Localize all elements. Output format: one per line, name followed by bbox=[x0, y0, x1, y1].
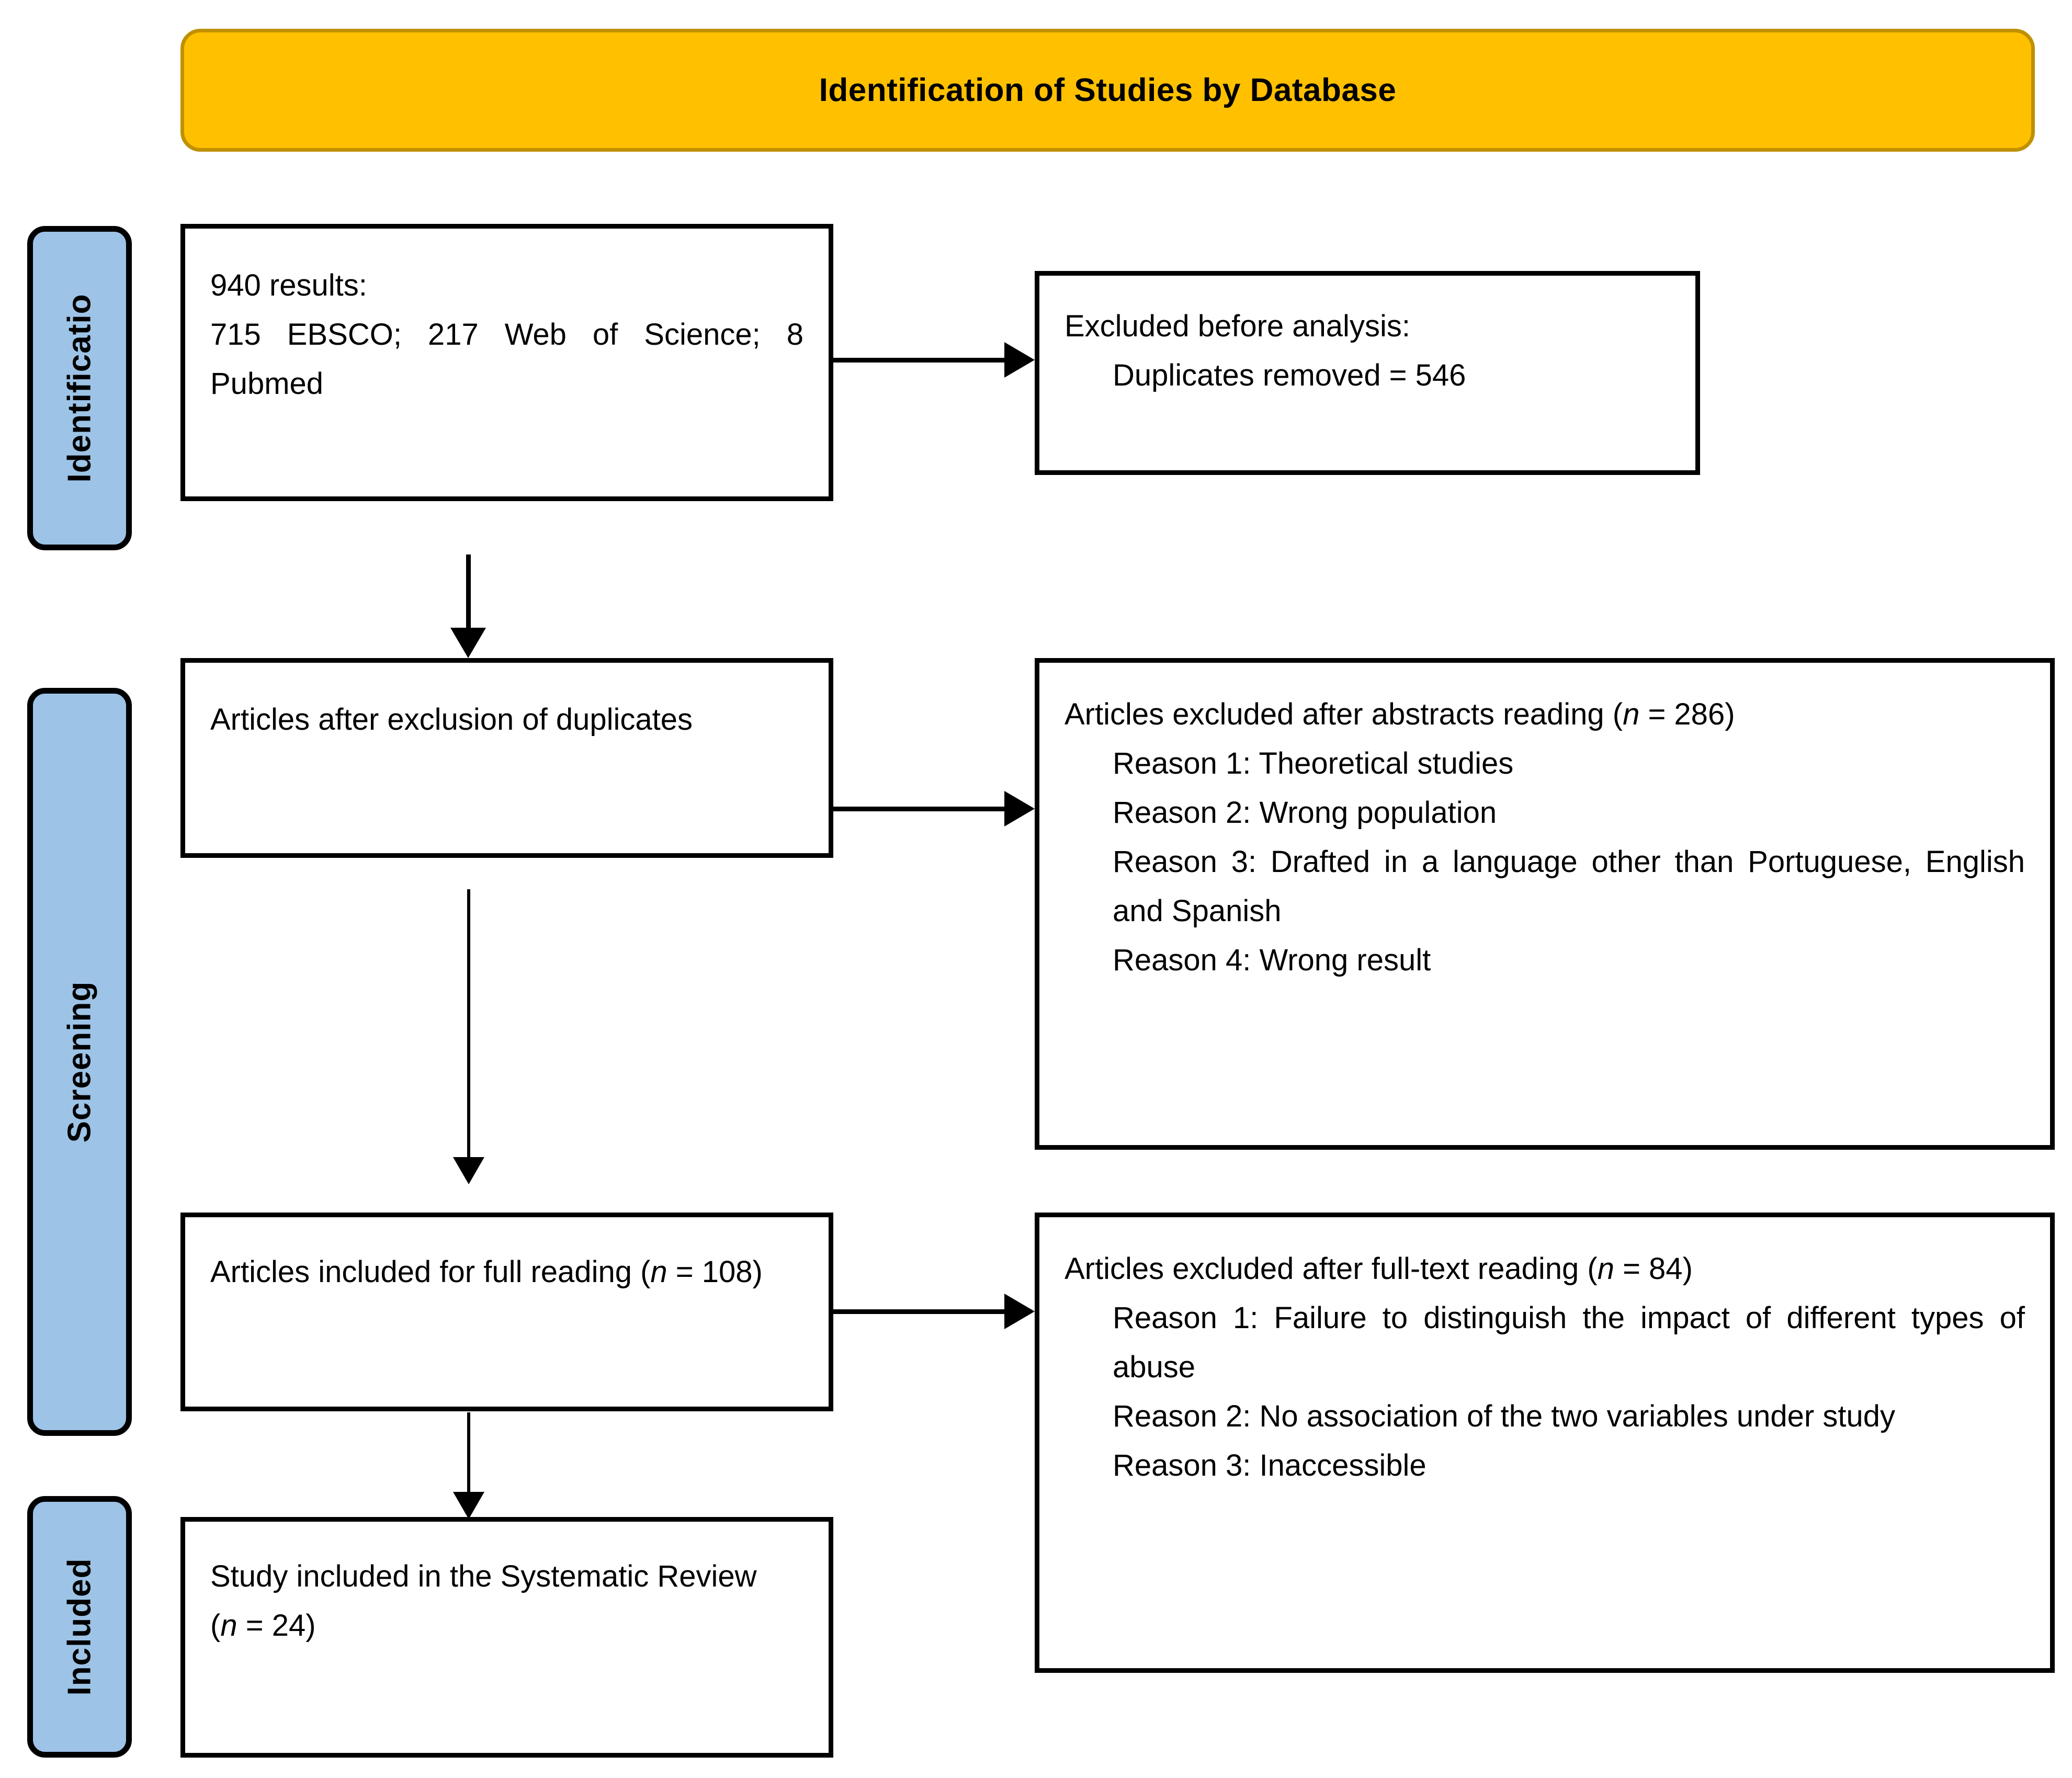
phase-included: Included bbox=[27, 1496, 132, 1758]
box-records-identified: 940 results: 715 EBSCO; 217 Web of Scien… bbox=[180, 224, 833, 501]
excluded-abstracts-reason-3: Reason 3: Drafted in a language other th… bbox=[1113, 844, 2025, 928]
connector-full-reading-to-excluded-fulltext bbox=[833, 1309, 1006, 1314]
study-included-count: (n = 24) bbox=[210, 1601, 803, 1650]
full-reading-text: Articles included for full reading (n = … bbox=[210, 1248, 803, 1297]
box-excluded-before-analysis: Excluded before analysis: Duplicates rem… bbox=[1035, 271, 1700, 475]
phase-identification: Identificatio bbox=[27, 226, 132, 550]
excluded-fulltext-heading-n: n bbox=[1597, 1252, 1614, 1286]
box-study-included: Study included in the Systematic Review … bbox=[180, 1517, 833, 1758]
phase-included-label: Included bbox=[61, 1558, 98, 1696]
excluded-fulltext-reason-3: Reason 3: Inaccessible bbox=[1113, 1448, 1426, 1482]
excluded-fulltext-heading: Articles excluded after full-text readin… bbox=[1065, 1244, 2025, 1294]
arrowhead-full-reading-to-excluded-fulltext bbox=[1004, 1294, 1035, 1329]
arrowhead-records-to-excluded-before bbox=[1004, 342, 1035, 378]
box-excluded-after-abstracts: Articles excluded after abstracts readin… bbox=[1035, 658, 2055, 1150]
arrowhead-after-duplicates-to-excluded-abstracts bbox=[1004, 791, 1035, 826]
records-identified-line2: 715 EBSCO; 217 Web of Science; 8 Pubmed bbox=[210, 317, 803, 401]
full-reading-prefix: Articles included for full reading ( bbox=[210, 1255, 651, 1289]
after-duplicates-line1: Articles after exclusion of duplicates bbox=[210, 703, 693, 737]
connector-records-to-after-duplicates bbox=[466, 554, 471, 633]
box-excluded-after-fulltext: Articles excluded after full-text readin… bbox=[1035, 1213, 2055, 1673]
excluded-fulltext-heading-suffix: = 84) bbox=[1614, 1252, 1693, 1286]
phase-identification-label: Identificatio bbox=[61, 293, 98, 483]
arrowhead-full-reading-to-included bbox=[453, 1492, 484, 1519]
excluded-before-line2: Duplicates removed = 546 bbox=[1113, 358, 1466, 392]
study-included-count-suffix: = 24) bbox=[237, 1608, 316, 1643]
excluded-abstracts-heading-n: n bbox=[1623, 697, 1640, 731]
study-included-count-n: n bbox=[220, 1608, 237, 1643]
study-included-line1: Study included in the Systematic Review bbox=[210, 1559, 757, 1593]
excluded-fulltext-heading-prefix: Articles excluded after full-text readin… bbox=[1065, 1252, 1598, 1286]
arrowhead-after-duplicates-to-full-reading bbox=[453, 1157, 484, 1184]
arrowhead-records-to-after-duplicates bbox=[450, 628, 486, 658]
connector-after-duplicates-to-full-reading bbox=[467, 889, 470, 1161]
excluded-abstracts-reason-4: Reason 4: Wrong result bbox=[1113, 943, 1431, 977]
excluded-fulltext-reason-2: Reason 2: No association of the two vari… bbox=[1113, 1399, 1895, 1433]
box-articles-full-reading: Articles included for full reading (n = … bbox=[180, 1213, 833, 1411]
box-after-duplicates: Articles after exclusion of duplicates bbox=[180, 658, 833, 858]
excluded-abstracts-reason-1: Reason 1: Theoretical studies bbox=[1113, 746, 1514, 780]
excluded-abstracts-heading: Articles excluded after abstracts readin… bbox=[1065, 690, 2025, 739]
excluded-abstracts-heading-prefix: Articles excluded after abstracts readin… bbox=[1065, 697, 1623, 731]
connector-full-reading-to-included bbox=[467, 1412, 470, 1496]
diagram-title-banner: Identification of Studies by Database bbox=[180, 29, 2035, 152]
full-reading-suffix: = 108) bbox=[667, 1255, 763, 1289]
page-title: Identification of Studies by Database bbox=[819, 72, 1397, 108]
phase-screening-label: Screening bbox=[61, 981, 98, 1143]
excluded-abstracts-reason-2: Reason 2: Wrong population bbox=[1113, 795, 1497, 830]
excluded-before-line1: Excluded before analysis: bbox=[1065, 309, 1410, 343]
excluded-fulltext-reason-1: Reason 1: Failure to distinguish the imp… bbox=[1113, 1300, 2025, 1384]
excluded-abstracts-heading-suffix: = 286) bbox=[1639, 697, 1735, 731]
full-reading-n: n bbox=[650, 1255, 667, 1289]
connector-after-duplicates-to-excluded-abstracts bbox=[833, 807, 1006, 811]
phase-screening: Screening bbox=[27, 688, 132, 1436]
records-identified-line1: 940 results: bbox=[210, 268, 367, 302]
study-included-count-prefix: ( bbox=[210, 1608, 221, 1643]
connector-records-to-excluded-before bbox=[833, 358, 1006, 363]
